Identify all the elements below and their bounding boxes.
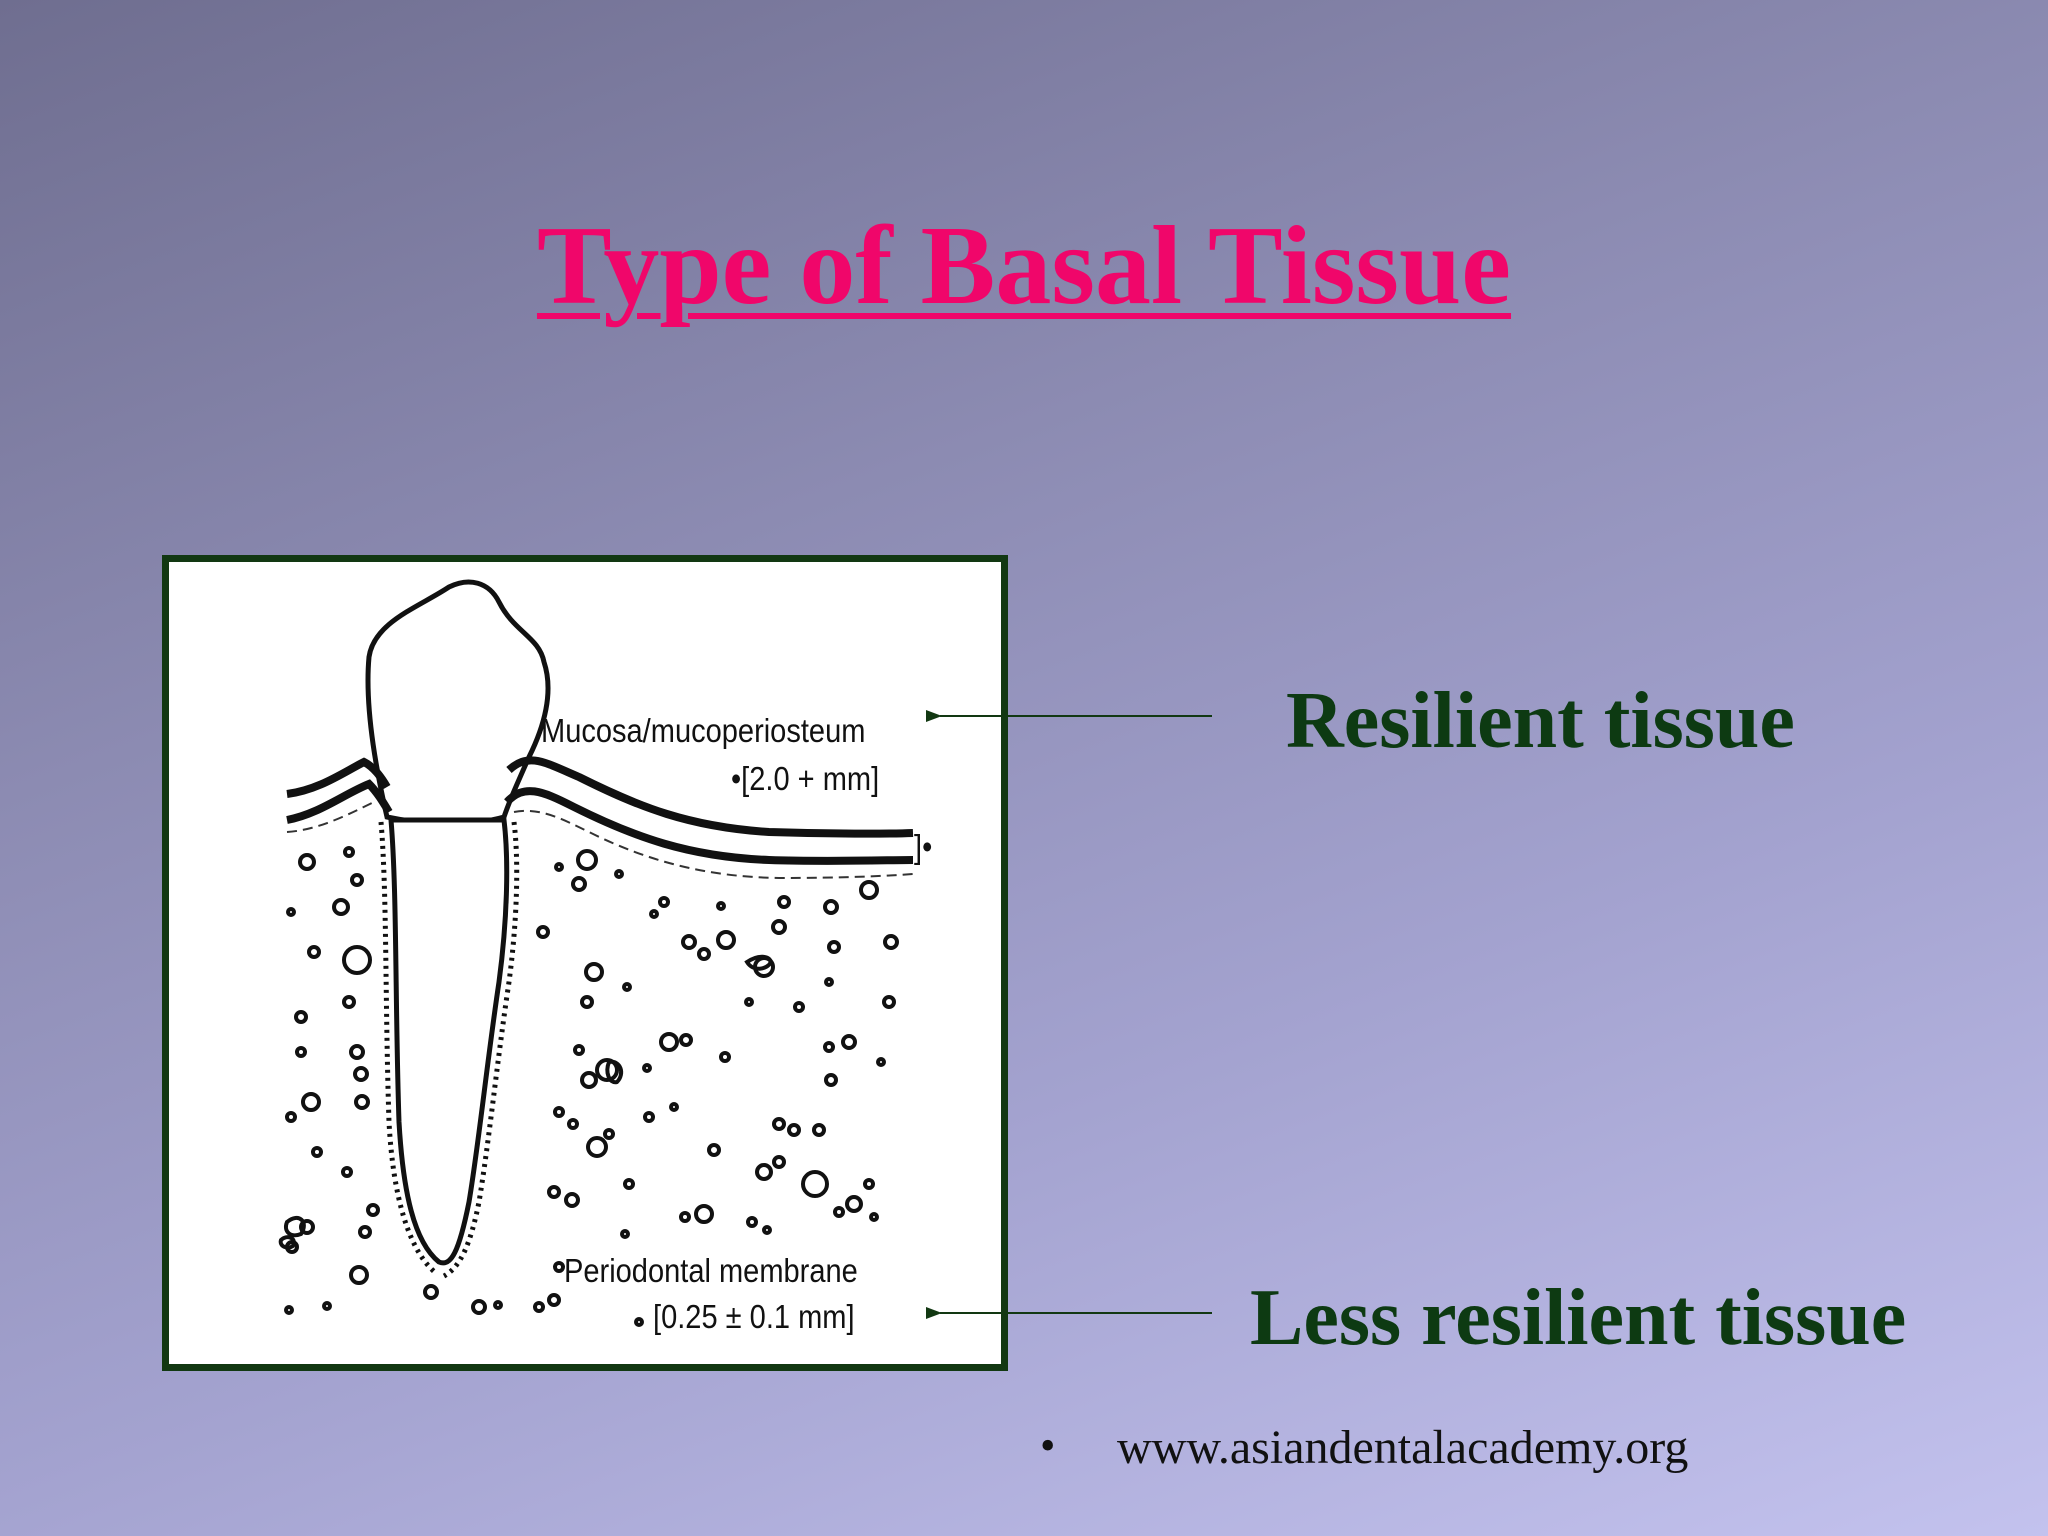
mucosa-inner-line: [286, 779, 393, 824]
bone-trabeculae-irregular: [278, 954, 774, 1250]
bone-trabeculae: [284, 846, 899, 1327]
mucosa-thickness: •[2.0 + mm]: [731, 760, 880, 797]
bone-boundary-right: [513, 810, 914, 880]
tooth-root: [388, 817, 510, 1266]
membrane-label: Periodontal membrane: [564, 1252, 858, 1289]
resilient-tissue-label: Resilient tissue: [1286, 677, 1795, 765]
less-resilient-tissue-label: Less resilient tissue: [1250, 1274, 1907, 1362]
tooth-crown: [365, 579, 551, 826]
mucosa-outer-line: [286, 757, 391, 798]
mucosa-outer-line-right: [506, 756, 914, 838]
footer-bullet: •: [1040, 1421, 1056, 1470]
mucosa-bracket: ]•: [914, 828, 933, 865]
mucosa-label: Mucosa/mucoperiosteum: [541, 712, 866, 749]
footer-website: www.asiandentalacademy.org: [1117, 1421, 1689, 1474]
mucosa-inner-line-right: [504, 787, 914, 865]
bone-boundary-left: [286, 801, 375, 833]
membrane-thickness: [0.25 ± 0.1 mm]: [653, 1298, 855, 1335]
periodontal-lining-left: [378, 821, 439, 1276]
slide-title: Type of Basal Tissue: [536, 204, 1512, 328]
tooth-cross-section-illustration: [278, 579, 914, 1327]
tooth-diagram: Mucosa/mucoperiosteum •[2.0 + mm] ]• Per…: [162, 555, 1008, 1371]
